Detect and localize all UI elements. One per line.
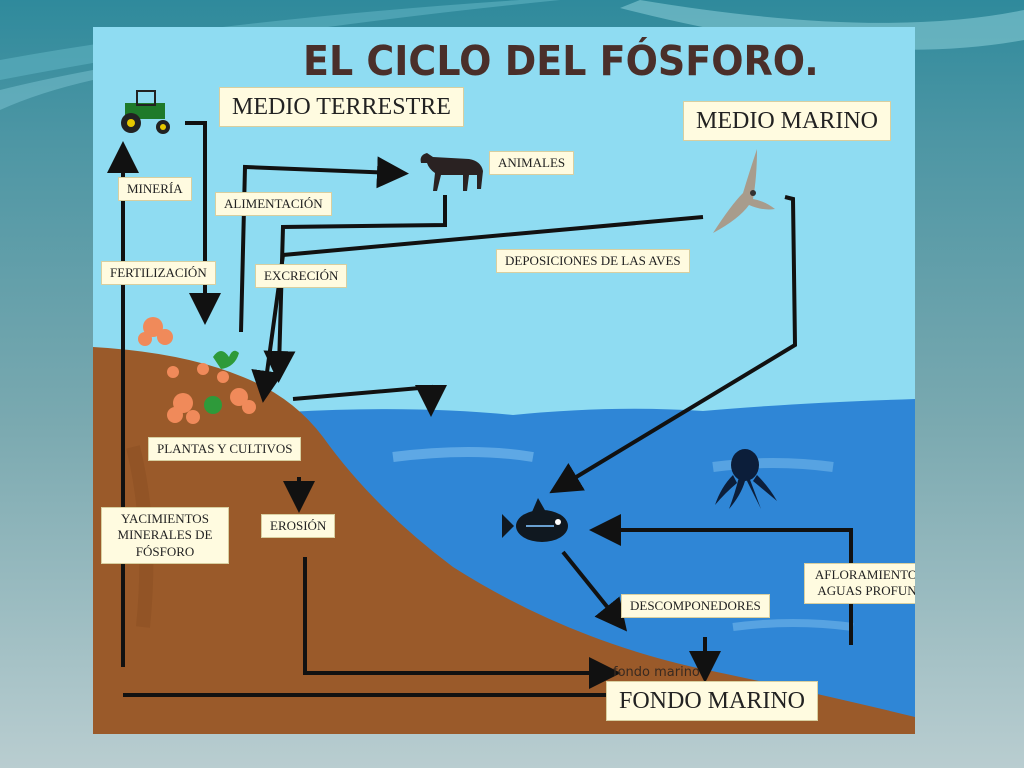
label-feeding: ALIMENTACIÓN bbox=[215, 192, 332, 217]
octopus-icon bbox=[715, 449, 777, 509]
label-bird-deposits: DEPOSICIONES DE LAS AVES bbox=[496, 249, 690, 274]
label-erosion: EROSIÓN bbox=[261, 514, 336, 539]
plant-icon bbox=[204, 350, 239, 414]
label-animals: ANIMALES bbox=[489, 151, 575, 176]
sand-text: fondo marino bbox=[613, 665, 700, 680]
coral-icon bbox=[138, 317, 256, 424]
diagram-title: EL CICLO DEL FÓSFORO. bbox=[303, 37, 819, 85]
header-seabed: FONDO MARINO bbox=[606, 681, 819, 721]
label-upwelling: AFLORAMIENTOS DE AGUAS PROFUNDAS bbox=[804, 563, 915, 604]
label-decomposers: DESCOMPONEDORES bbox=[621, 594, 770, 619]
horse-icon bbox=[420, 153, 483, 191]
header-marine: MEDIO MARINO bbox=[683, 101, 891, 141]
slide-decoration bbox=[0, 0, 1024, 110]
tractor-icon bbox=[121, 90, 170, 134]
label-deposits: YACIMIENTOS MINERALES DE FÓSFORO bbox=[101, 507, 229, 564]
bird-icon bbox=[713, 149, 775, 233]
label-mining: MINERÍA bbox=[118, 177, 192, 202]
fish-icon bbox=[502, 498, 568, 542]
header-terrestrial: MEDIO TERRESTRE bbox=[219, 87, 464, 127]
cycle-arrows bbox=[107, 121, 853, 697]
label-plants: PLANTAS Y CULTIVOS bbox=[148, 437, 302, 462]
phosphorus-cycle-diagram: EL CICLO DEL FÓSFORO. MEDIO TERRESTRE ME… bbox=[93, 27, 915, 734]
label-fertilization: FERTILIZACIÓN bbox=[101, 261, 216, 286]
label-excretion: EXCRECIÓN bbox=[255, 264, 348, 289]
